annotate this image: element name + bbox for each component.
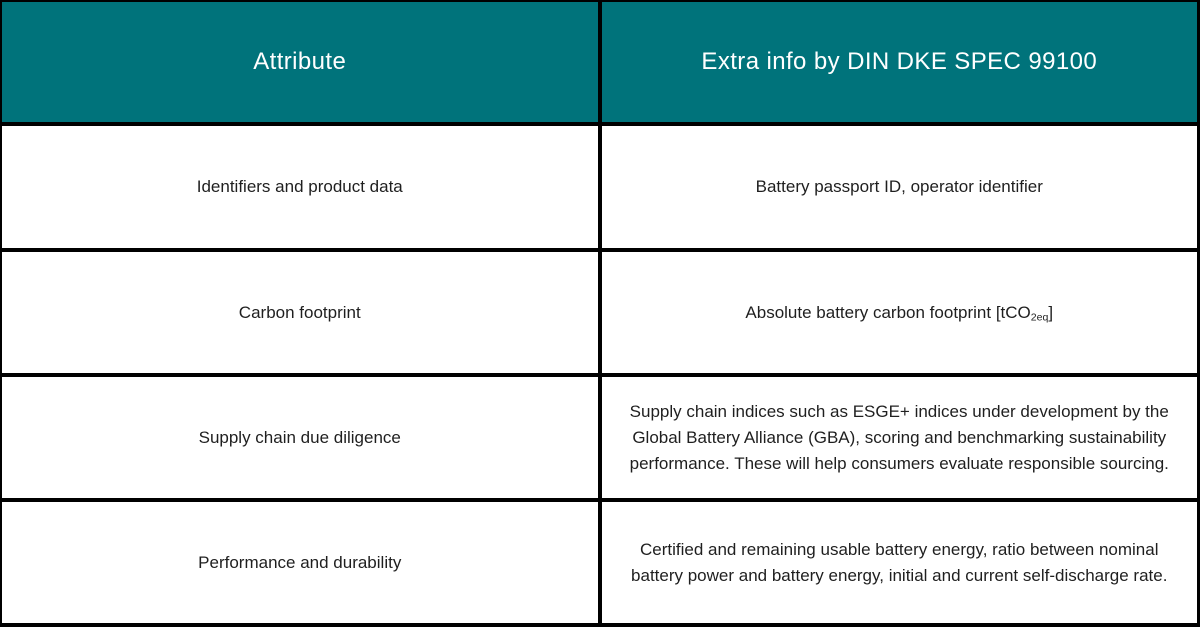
header-cell-extra-info: Extra info by DIN DKE SPEC 99100: [601, 2, 1197, 122]
attribute-cell-carbon-footprint: Carbon footprint: [2, 252, 598, 373]
extra-info-text: Absolute battery carbon footprint [tCO2e…: [745, 300, 1053, 326]
extra-info-cell-performance: Certified and remaining usable battery e…: [601, 502, 1197, 623]
attribute-cell-performance: Performance and durability: [2, 502, 598, 623]
attribute-cell-supply-chain: Supply chain due diligence: [2, 377, 598, 498]
carbon-footprint-suffix: ]: [1048, 302, 1054, 322]
extra-info-text: Battery passport ID, operator identifier: [755, 177, 1043, 196]
co2eq-subscript: 2eq: [1030, 310, 1049, 323]
header-cell-attribute: Attribute: [2, 2, 598, 122]
extra-info-text: Supply chain indices such as ESGE+ indic…: [629, 401, 1169, 473]
extra-info-text: Certified and remaining usable battery e…: [631, 539, 1168, 585]
extra-info-cell-identifiers: Battery passport ID, operator identifier: [601, 126, 1197, 248]
extra-info-cell-carbon-footprint: Absolute battery carbon footprint [tCO2e…: [601, 252, 1197, 373]
carbon-footprint-prefix: Absolute battery carbon footprint [tCO: [745, 302, 1031, 322]
attribute-cell-identifiers: Identifiers and product data: [2, 126, 598, 248]
extra-info-cell-supply-chain: Supply chain indices such as ESGE+ indic…: [601, 377, 1197, 498]
